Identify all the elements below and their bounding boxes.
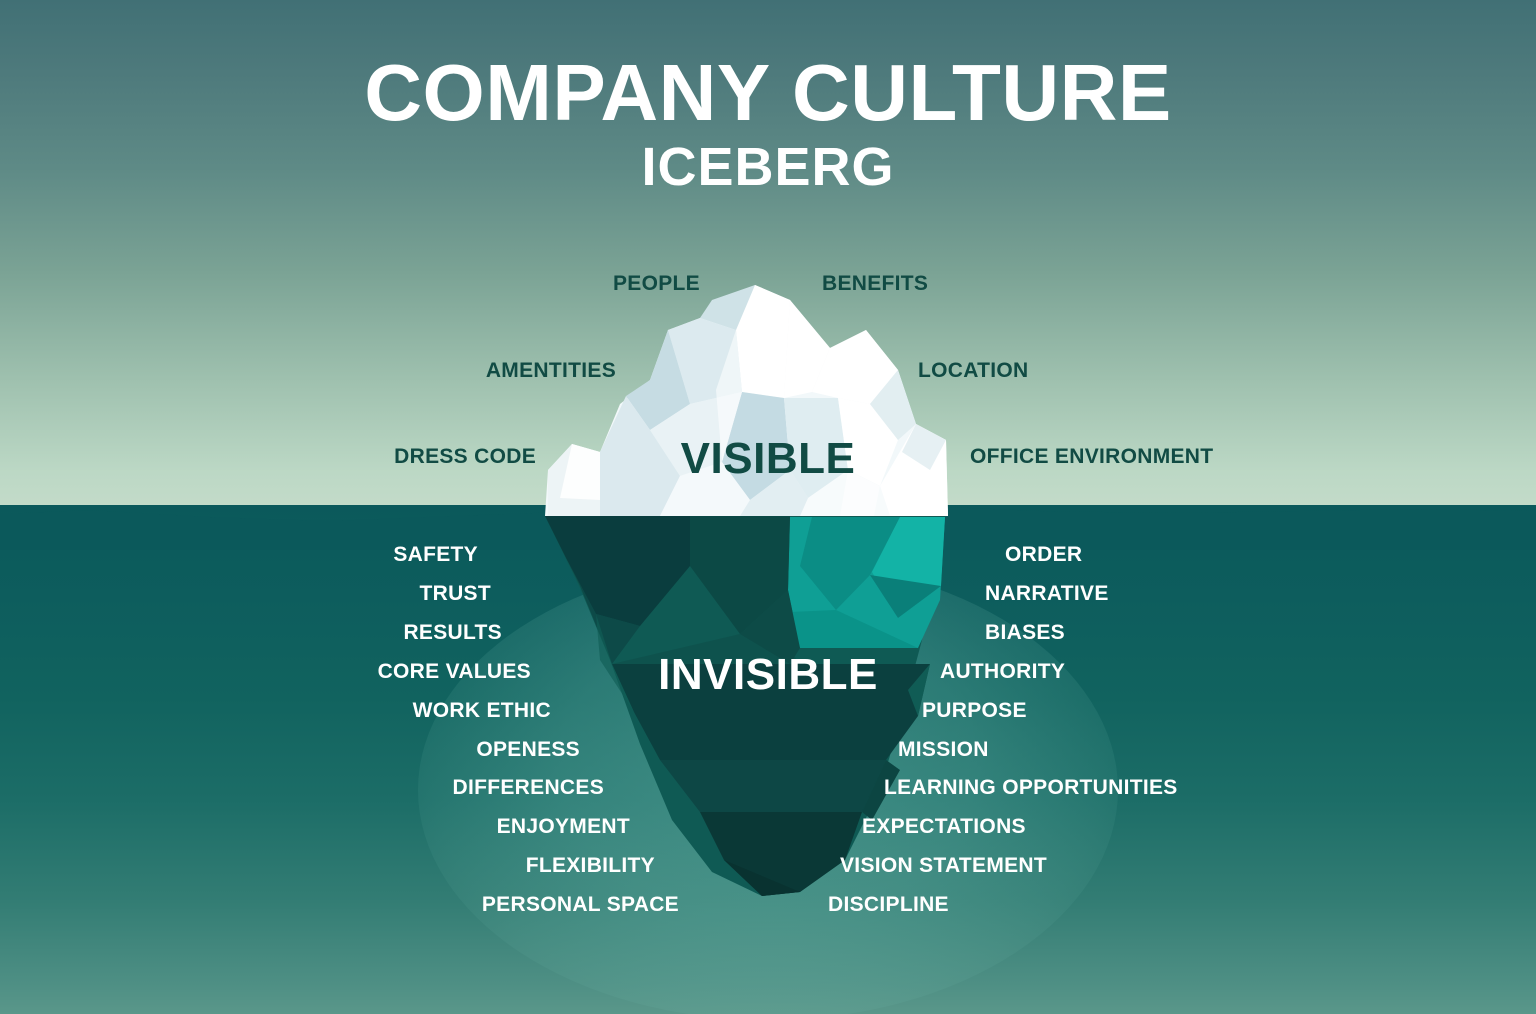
visible-label-people: PEOPLE: [613, 272, 700, 295]
invisible-label-authority: AUTHORITY: [940, 660, 1066, 683]
invisible-label-trust: TRUST: [419, 582, 491, 605]
invisible-label-purpose: PURPOSE: [922, 699, 1027, 722]
invisible-label-enjoyment: ENJOYMENT: [496, 815, 630, 838]
visible-label-amentities: AMENTITIES: [485, 359, 616, 382]
title-subtitle: ICEBERG: [641, 136, 895, 197]
visible-label-office-environment: OFFICE ENVIRONMENT: [970, 445, 1214, 468]
invisible-label-safety: SAFETY: [393, 543, 478, 566]
invisible-label-work-ethic: WORK ETHIC: [412, 699, 551, 722]
invisible-label-openess: OPENESS: [476, 738, 580, 761]
visible-label-benefits: BENEFITS: [822, 272, 929, 295]
invisible-label-flexibility: FLEXIBILITY: [525, 854, 655, 877]
invisible-label-personal-space: PERSONAL SPACE: [481, 893, 679, 916]
title-main: COMPANY CULTURE: [364, 48, 1172, 137]
visible-label-location: LOCATION: [918, 359, 1029, 382]
invisible-label-discipline: DISCIPLINE: [828, 893, 949, 916]
invisible-label-learning-opportunities: LEARNING OPPORTUNITIES: [884, 776, 1178, 799]
invisible-section-label: INVISIBLE: [658, 650, 878, 699]
waterline-wave: [0, 503, 1536, 550]
invisible-label-mission: MISSION: [898, 738, 989, 761]
invisible-label-biases: BIASES: [985, 621, 1065, 644]
invisible-label-differences: DIFFERENCES: [452, 776, 604, 799]
invisible-label-results: RESULTS: [403, 621, 502, 644]
invisible-label-order: ORDER: [1005, 543, 1083, 566]
page-title: COMPANY CULTURE ICEBERG: [0, 52, 1536, 195]
visible-section-label: VISIBLE: [680, 434, 856, 483]
invisible-label-core-values: CORE VALUES: [377, 660, 531, 683]
invisible-label-narrative: NARRATIVE: [985, 582, 1109, 605]
ocean-background: [0, 505, 1536, 1014]
visible-label-dress-code: DRESS CODE: [394, 445, 536, 468]
invisible-label-expectations: EXPECTATIONS: [862, 815, 1026, 838]
invisible-label-vision-statement: VISION STATEMENT: [840, 854, 1048, 877]
